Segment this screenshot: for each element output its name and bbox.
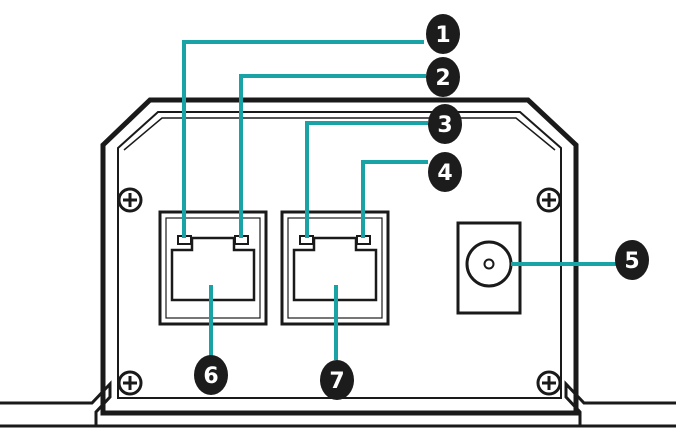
chassis [100,97,579,416]
callout-number-2: 2 [435,66,450,91]
leader-line-3 [305,121,428,238]
leader-line-1 [182,40,424,238]
callout-badge-6: 6 [194,355,228,395]
mounting-flange [0,380,676,428]
dc-power-jack [456,221,522,315]
callout-badge-3: 3 [428,104,462,144]
callout-number-7: 7 [329,369,344,394]
screw-bottom-left [117,370,143,396]
callout-badge-4: 4 [428,152,462,192]
callout-badge-1: 1 [426,14,460,54]
callout-badge-7: 7 [320,360,354,400]
callout-number-6: 6 [203,364,218,389]
leader-line-2 [239,74,426,238]
callout-number-1: 1 [435,23,450,48]
screw-bottom-right [536,370,562,396]
callout-lines [182,40,616,360]
callout-badge-2: 2 [426,57,460,97]
callout-number-5: 5 [624,249,639,274]
callout-number-4: 4 [437,161,452,186]
callout-number-3: 3 [437,113,452,138]
callout-badge-5: 5 [615,240,649,280]
screw-top-left [117,187,143,213]
screw-top-right [536,187,562,213]
leader-line-4 [361,160,428,238]
